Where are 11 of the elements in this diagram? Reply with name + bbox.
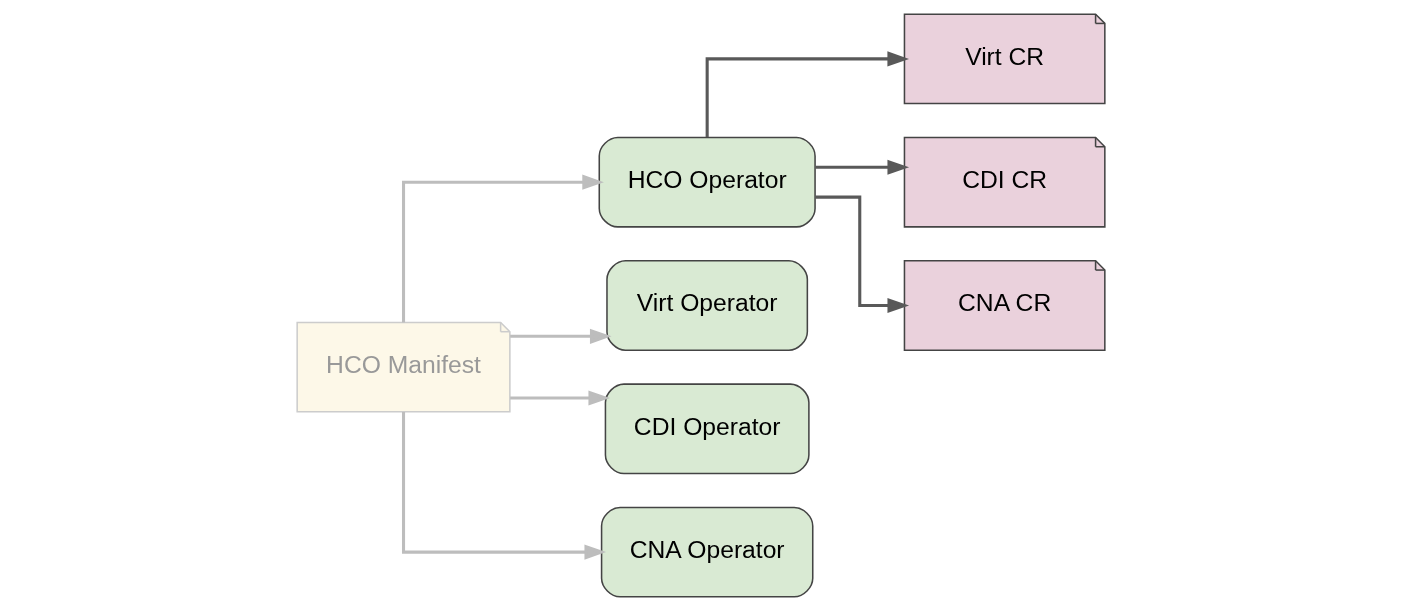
arrow bbox=[815, 195, 910, 314]
arrow bbox=[401, 174, 604, 323]
arrow bbox=[510, 390, 611, 406]
node-box: CDI Operator bbox=[604, 383, 810, 475]
arrow bbox=[401, 411, 607, 560]
arrow bbox=[705, 51, 909, 137]
arrow bbox=[510, 328, 612, 344]
node-box: HCO Operator bbox=[598, 136, 816, 228]
arrow bbox=[815, 159, 910, 175]
node-box: Virt Operator bbox=[606, 260, 809, 351]
node-box: CNA Operator bbox=[600, 506, 814, 598]
